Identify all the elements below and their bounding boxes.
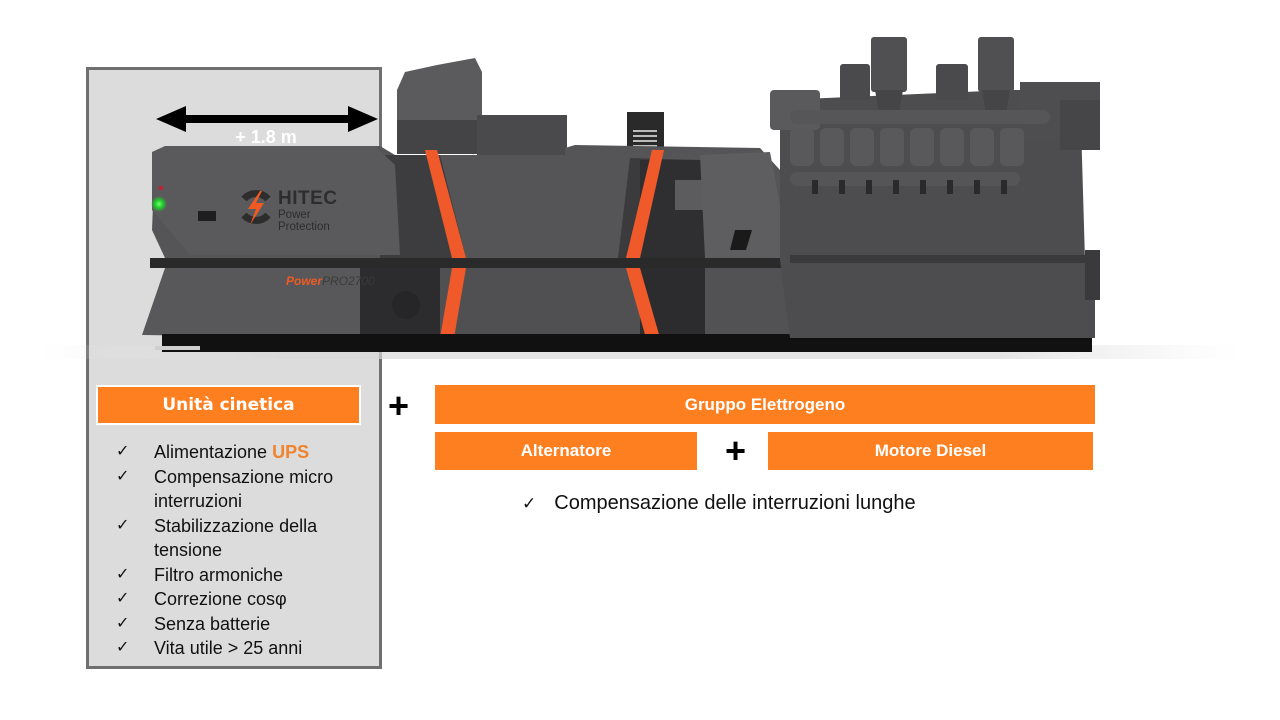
diesel-engine xyxy=(770,37,1100,338)
diesel-engine-label: Motore Diesel xyxy=(768,432,1093,470)
model-prefix: Power xyxy=(286,274,323,288)
genset-feature: ✓ Compensazione delle interruzioni lunghe xyxy=(522,492,916,515)
feature-text: Compensazione micro interruzioni xyxy=(154,466,334,512)
check-icon: ✓ xyxy=(116,467,130,485)
check-icon: ✓ xyxy=(116,443,130,460)
top-housing xyxy=(397,58,664,155)
feature-text: Filtro armoniche xyxy=(154,564,284,585)
kinetic-feature-list: ✓ Alimentazione UPS ✓ Compensazione micro … xyxy=(112,440,372,661)
check-icon: ✓ xyxy=(116,614,130,632)
brand-tagline-line2: Protection xyxy=(278,221,330,233)
model-number: PRO2700 xyxy=(322,274,375,288)
feature-item: ✓ Stabilizzazione della tensione xyxy=(112,514,372,563)
feature-item: ✓ Filtro armoniche xyxy=(112,563,372,588)
brand-tagline: Power Protection xyxy=(278,209,330,233)
check-icon: ✓ xyxy=(116,639,130,656)
genset-title: Gruppo Elettrogeno xyxy=(435,385,1095,424)
check-icon: ✓ xyxy=(116,516,130,534)
feature-text: Alimentazione xyxy=(154,442,273,462)
feature-item: ✓ Alimentazione UPS xyxy=(112,440,372,465)
ups-highlight: UPS xyxy=(272,442,310,462)
feature-text: Senza batterie xyxy=(154,613,271,634)
genset-feature-text: Compensazione delle interruzioni lunghe xyxy=(554,492,916,514)
status-led xyxy=(151,196,167,212)
check-icon: ✓ xyxy=(116,590,130,607)
alternator-label: Alternatore xyxy=(435,432,697,470)
feature-text: Correzione cosφ xyxy=(154,589,287,609)
hitec-logo-icon xyxy=(241,190,271,225)
kinetic-unit-title: Unità cinetica xyxy=(96,385,361,425)
feature-item: ✓ Vita utile > 25 anni xyxy=(112,636,372,661)
plus-icon: + xyxy=(725,430,747,471)
feature-item: ✓ Correzione cosφ xyxy=(112,587,372,612)
width-dimension-arrow-icon xyxy=(156,106,378,132)
brand-tagline-line1: Power xyxy=(278,209,311,221)
brand-name: HITEC xyxy=(278,188,338,209)
feature-text: Stabilizzazione della tensione xyxy=(154,515,318,561)
dimension-label: + 1.8 m xyxy=(235,127,297,147)
check-icon: ✓ xyxy=(116,565,130,583)
model-name: PowerPRO2700 xyxy=(286,274,375,288)
feature-item: ✓ Compensazione micro interruzioni xyxy=(112,465,372,514)
plus-icon: + xyxy=(388,385,410,426)
feature-item: ✓ Senza batterie xyxy=(112,612,372,637)
check-icon: ✓ xyxy=(522,494,537,513)
feature-text: Vita utile > 25 anni xyxy=(154,638,303,658)
